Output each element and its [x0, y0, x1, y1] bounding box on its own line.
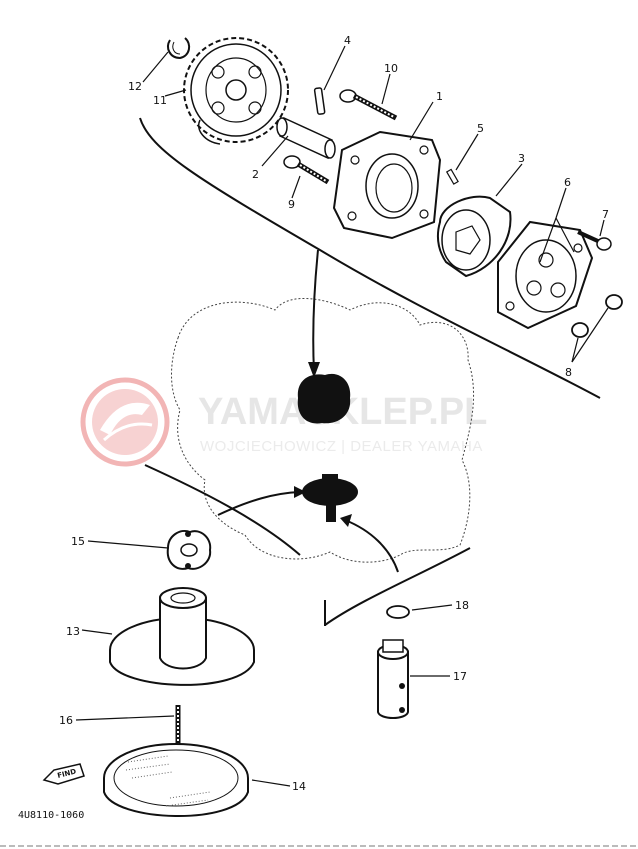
- part-11-driven-gear: [183, 37, 289, 145]
- upper-assembly-base-line: [139, 117, 601, 399]
- part-1-pump-housing: [332, 130, 442, 240]
- part-15-gasket: [166, 530, 212, 570]
- diagram-code: 4U8110-1060: [18, 810, 84, 821]
- callout-labels: 1 2 3 4 5 6 7 8 9 10 11 12 13 14 15 16 1…: [59, 34, 609, 793]
- callout-7: 7: [602, 208, 609, 221]
- arrow-strainer-to-case: [217, 486, 306, 516]
- watermark-logo: [80, 377, 170, 467]
- callout-16: 16: [59, 714, 73, 727]
- callout-13: 13: [66, 625, 80, 638]
- callout-18: 18: [455, 599, 469, 612]
- part-13-strainer-cover: [109, 587, 255, 686]
- pump-mount-port: [297, 373, 351, 424]
- part-9-bolt: [283, 155, 330, 185]
- leader-lines: [75, 45, 609, 787]
- arrow-pump-to-case: [308, 249, 320, 378]
- callout-4: 4: [344, 34, 351, 47]
- callout-10: 10: [384, 62, 398, 75]
- lower-panel-line-left: [144, 464, 301, 556]
- callout-2: 2: [252, 168, 259, 181]
- callout-12: 12: [128, 80, 142, 93]
- callout-9: 9: [288, 198, 295, 211]
- callout-5: 5: [477, 122, 484, 135]
- part-8-o-rings: [571, 294, 623, 338]
- find-marker: FIND: [42, 763, 85, 785]
- part-4-dowel-pin: [313, 87, 326, 115]
- arrow-pipe-to-case: [340, 514, 399, 573]
- callout-15: 15: [71, 535, 85, 548]
- part-18-o-ring: [386, 605, 410, 619]
- callout-11: 11: [153, 94, 167, 107]
- part-3-outer-rotor: [437, 195, 512, 278]
- callout-3: 3: [518, 152, 525, 165]
- callout-1: 1: [436, 90, 443, 103]
- part-6-pump-cover: [497, 220, 594, 330]
- engine-case-outline: [171, 297, 475, 563]
- part-17-pipe: [377, 639, 409, 719]
- part-5-pin: [445, 168, 459, 185]
- callout-8: 8: [565, 366, 572, 379]
- callout-17: 17: [453, 670, 467, 683]
- watermark-tagline: WOJCIECHOWICZ | DEALER YAMAHA: [200, 438, 483, 455]
- callout-6: 6: [564, 176, 571, 189]
- watermark: YAMASKLEP.PL WOJCIECHOWICZ | DEALER YAMA…: [80, 377, 487, 467]
- part-7-screw: [577, 230, 612, 251]
- lower-panel-line-right: [324, 547, 471, 626]
- part-12-circlip: [167, 37, 191, 60]
- part-14-oil-strainer: [103, 743, 249, 817]
- callout-14: 14: [292, 780, 306, 793]
- strainer-port: [302, 474, 358, 522]
- part-10-bolt: [339, 89, 398, 121]
- part-2-pump-shaft: [276, 116, 336, 160]
